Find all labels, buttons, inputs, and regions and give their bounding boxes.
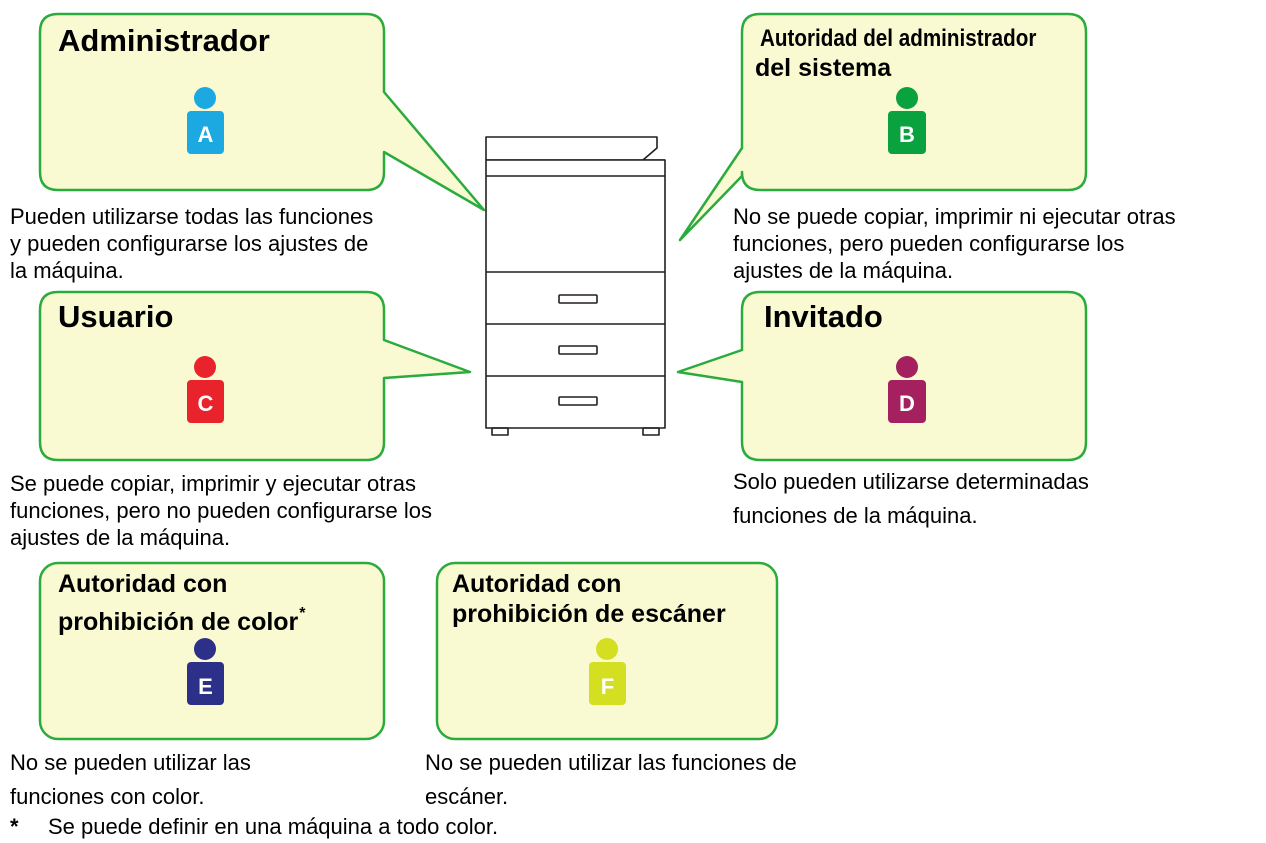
description-color: No se pueden utilizar las funciones con …: [10, 746, 251, 814]
description-line: funciones, pero pueden configurarse los: [733, 231, 1125, 256]
footnote-mark: *: [10, 814, 19, 839]
person-icon-e: E: [187, 638, 224, 705]
title-sistema-2: del sistema: [755, 53, 891, 83]
title-escaner: Autoridad con prohibición de escáner: [452, 569, 726, 629]
description-line: funciones con color.: [10, 784, 205, 809]
person-icon-d: D: [888, 356, 926, 423]
title-sistema-line1: Autoridad del administrador: [760, 25, 1037, 52]
title-color: Autoridad con prohibición de color*: [58, 569, 306, 637]
footnote: * Se puede definir en una máquina a todo …: [10, 814, 498, 840]
description-line: funciones, pero no pueden configurarse l…: [10, 498, 432, 523]
description-line: No se pueden utilizar las funciones de: [425, 750, 797, 775]
description-line: escáner.: [425, 784, 509, 809]
title-sistema: Autoridad del administrador: [760, 22, 1036, 56]
description-line: ajustes de la máquina.: [10, 525, 231, 550]
description-sistema: No se puede copiar, imprimir ni ejecutar…: [733, 203, 1176, 284]
badge-b: B: [899, 122, 915, 147]
badge-c: C: [198, 391, 214, 416]
title-color-line1: Autoridad con: [58, 570, 228, 598]
description-line: ajustes de la máquina.: [733, 258, 954, 283]
description-line: No se puede copiar, imprimir ni ejecutar…: [733, 204, 1176, 229]
printer-icon: [485, 136, 666, 436]
title-escaner-line2: prohibición de escáner: [452, 600, 726, 628]
title-color-line2-wrap: prohibición de color*: [58, 599, 306, 637]
description-line: Se puede copiar, imprimir y ejecutar otr…: [10, 471, 416, 496]
person-icon-a: A: [187, 87, 224, 154]
title-color-line2: prohibición de color: [58, 608, 299, 636]
title-invitado: Invitado: [764, 299, 883, 334]
title-usuario: Usuario: [58, 299, 174, 334]
description-usuario: Se puede copiar, imprimir y ejecutar otr…: [10, 470, 432, 551]
title-escaner-line1: Autoridad con: [452, 570, 622, 598]
bubble-usuario: [38, 290, 472, 462]
person-icon-b: B: [888, 87, 926, 154]
description-line: la máquina.: [10, 258, 124, 283]
title-sistema-line2: del sistema: [755, 54, 892, 82]
bubble-invitado: [676, 290, 1088, 462]
badge-a: A: [198, 122, 214, 147]
person-icon-f: F: [589, 638, 626, 705]
title-administrador: Administrador: [58, 23, 270, 58]
description-line: funciones de la máquina.: [733, 503, 978, 528]
bubble-administrador: [38, 12, 486, 212]
bubble-sistema: [678, 12, 1088, 242]
description-line: Pueden utilizarse todas las funciones: [10, 204, 374, 229]
description-escaner: No se pueden utilizar las funciones de e…: [425, 746, 797, 814]
description-line: y pueden configurarse los ajustes de: [10, 231, 369, 256]
badge-f: F: [601, 674, 614, 699]
description-administrador: Pueden utilizarse todas las funciones y …: [10, 203, 373, 284]
badge-e: E: [198, 674, 213, 699]
description-line: Solo pueden utilizarse determinadas: [733, 469, 1089, 494]
person-icon-c: C: [187, 356, 224, 423]
title-color-mark: *: [299, 605, 306, 622]
description-invitado: Solo pueden utilizarse determinadas func…: [733, 465, 1089, 533]
footnote-text: Se puede definir en una máquina a todo c…: [48, 814, 499, 839]
description-line: No se pueden utilizar las: [10, 750, 251, 775]
badge-d: D: [899, 391, 915, 416]
